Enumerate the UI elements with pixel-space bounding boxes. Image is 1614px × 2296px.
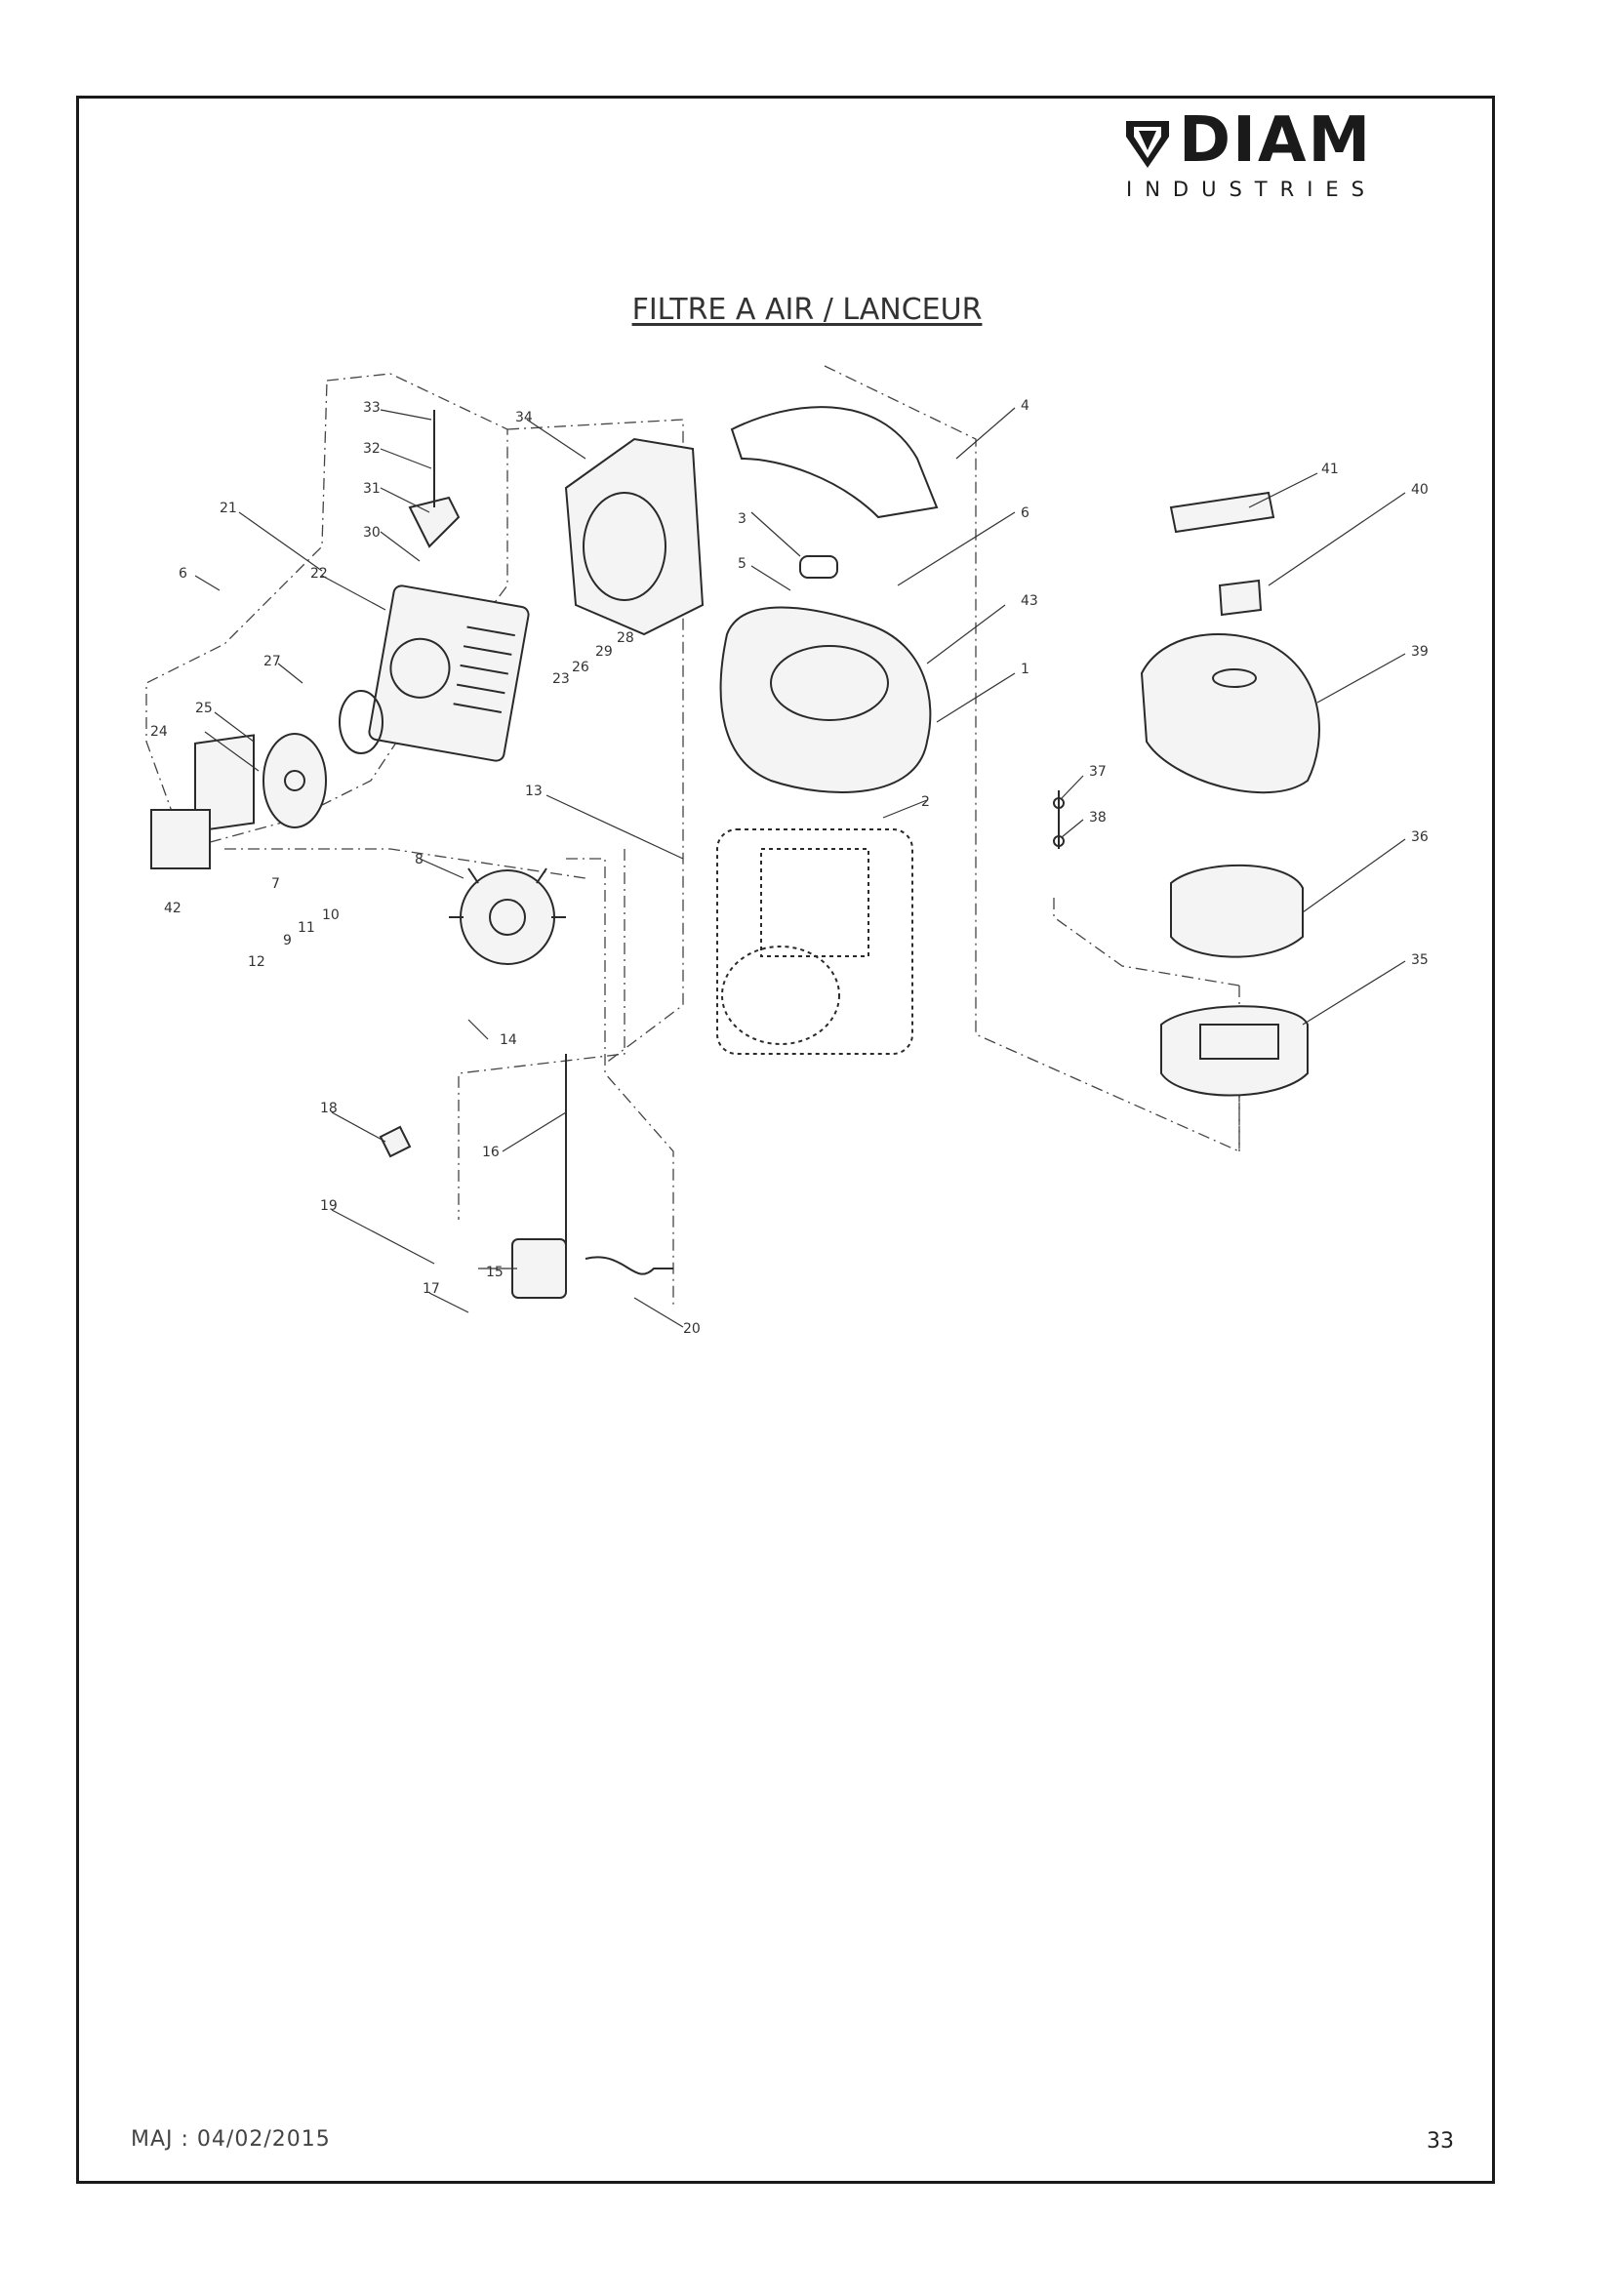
brand-name: DIAM [1179,104,1373,177]
callout: 17 [423,1281,440,1297]
callout: 12 [248,954,265,970]
brand-logo: DIAM INDUSTRIES [1122,109,1444,205]
callout: 32 [363,441,381,457]
air-filter-housing [719,406,939,793]
cover-knob [1218,579,1263,617]
callout: 29 [595,644,613,660]
callout: 11 [298,920,315,936]
callout: 8 [415,852,424,867]
brand-subtitle: INDUSTRIES [1126,178,1377,201]
callout: 15 [486,1265,504,1280]
callout: 30 [363,525,381,541]
callout: 2 [921,794,930,810]
callout: 41 [1321,462,1339,477]
page-number: 33 [1427,2129,1454,2154]
diamond-shield-icon [1126,121,1169,168]
callout: 43 [1021,593,1038,609]
callout: 7 [271,876,280,892]
callout: 35 [1411,952,1429,968]
callout: 25 [195,701,213,716]
callout: 3 [738,511,746,527]
filter-stud-37-38 [1053,790,1065,849]
callout: 42 [164,901,182,916]
leader-lines [194,407,1406,1328]
paper-filter-element [1160,1005,1309,1097]
callout: 4 [1021,398,1029,414]
callout: 38 [1089,810,1107,826]
callout: 33 [363,400,381,416]
callout: 40 [1411,482,1429,498]
callout-labels: 1 2 3 4 5 6 6 7 8 9 10 11 12 13 14 15 16… [150,398,1429,1337]
starter-handle [408,496,461,548]
callout: 34 [515,410,533,425]
callout: 22 [310,566,328,582]
callout: 14 [500,1032,517,1048]
callout: 19 [320,1198,338,1214]
callout: 31 [363,481,381,497]
callout: 24 [150,724,168,740]
page-frame [76,96,1495,2184]
label-41 [1169,491,1275,534]
fan-housing [564,437,705,636]
engine-block [716,828,913,1055]
foam-prefilter [1170,864,1304,958]
callout: 18 [320,1101,338,1116]
callout: 6 [179,566,187,582]
callout: 27 [263,654,281,669]
callout: 5 [738,556,746,572]
callout: 1 [1021,662,1029,677]
callout: 37 [1089,764,1107,780]
choke-lever-18 [379,1125,412,1158]
callout: 6 [1021,505,1029,521]
callout: 39 [1411,644,1429,660]
callout: 26 [572,660,589,675]
recoil-starter-assembly [150,410,530,869]
air-filter-cover [1140,633,1320,794]
callout: 28 [617,630,634,646]
callout: 10 [322,907,340,923]
callout: 23 [552,671,570,687]
flywheel [449,867,566,965]
callout: 20 [683,1321,701,1337]
callout: 16 [482,1145,500,1160]
callout: 13 [525,784,543,799]
starter-cover-fins [389,625,515,713]
label-plate-42 [150,809,211,869]
update-date: MAJ : 04/02/2015 [131,2127,331,2152]
starter-spring [339,690,383,754]
callout: 21 [220,501,237,516]
callout: 36 [1411,829,1429,845]
grouping-outlines [145,365,1240,1308]
ignition-module [511,1054,673,1299]
page-title: FILTRE A AIR / LANCEUR [631,293,983,327]
callout: 9 [283,933,292,948]
starter-pulley [262,733,327,828]
starter-housing-plate [194,734,255,833]
